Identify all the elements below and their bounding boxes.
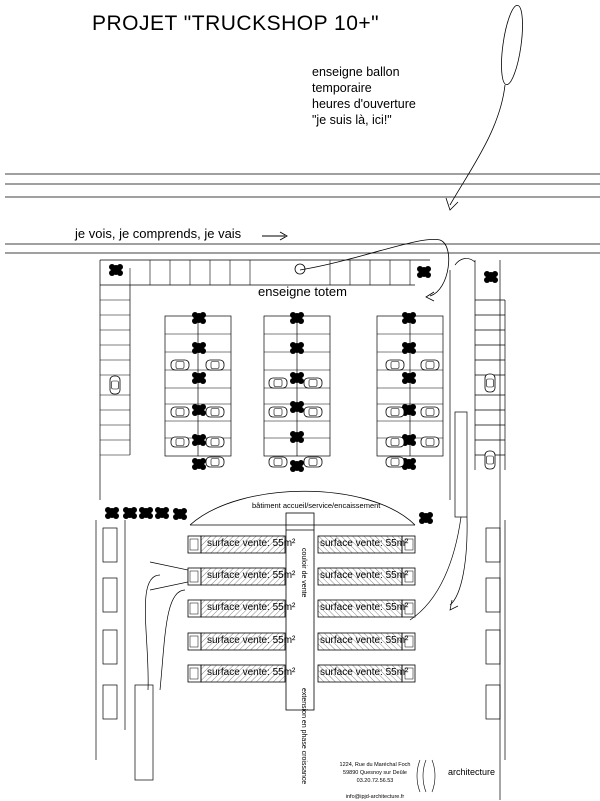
sales-unit-label: surface vente: 55m²: [320, 538, 409, 549]
sales-unit-label: surface vente: 55m²: [207, 667, 296, 678]
balloon-note-line-3: heures d'ouverture: [312, 97, 416, 111]
left-truck-stalls: [95, 520, 126, 760]
totem-arrow: [294, 238, 450, 302]
firm-label: architecture: [448, 767, 496, 777]
main-road: [5, 173, 600, 254]
sales-unit-label: surface vente: 55m²: [207, 602, 296, 613]
truck-lane-right: [409, 411, 468, 621]
truck-lane-left: [134, 561, 189, 781]
balloon-note-line-4: "je suis là, ici!": [312, 113, 392, 127]
sales-unit-label: surface vente: 55m²: [320, 635, 409, 646]
address-phone: 03.20.72.56.53: [356, 778, 394, 784]
corridor-label: couloir de vente: [300, 548, 307, 598]
totem-label: enseigne totem: [258, 284, 347, 299]
extension-label: extension en phase croissance: [300, 688, 307, 785]
address-block: 1224, Rue du Maréchal Foch 59890 Quesnoy…: [336, 761, 414, 801]
address-spacer: [336, 785, 414, 793]
logo-mark: [416, 759, 436, 793]
sales-unit-label: surface vente: 55m²: [207, 635, 296, 646]
sales-unit-label: surface vente: 55m²: [207, 538, 296, 549]
address-line-2: 59890 Quesnoy sur Deûle: [343, 770, 407, 776]
sales-unit-label: surface vente: 55m²: [207, 570, 296, 581]
parking-left-stalls: [100, 260, 411, 456]
parking-left: [99, 259, 430, 500]
sales-unit-label: surface vente: 55m²: [320, 602, 409, 613]
right-truck-stalls: [485, 520, 506, 760]
trees: [105, 264, 498, 524]
plan-title: PROJET "TRUCKSHOP 10+": [92, 12, 380, 35]
address-line-1: 1224, Rue du Maréchal Foch: [339, 762, 411, 768]
building-label: bâtiment accueil/service/encaissement: [252, 501, 381, 510]
sales-unit-label: surface vente: 55m²: [320, 570, 409, 581]
sales-corridor: [285, 512, 315, 711]
balloon-note-line-1: enseigne ballon: [312, 65, 400, 79]
balloon-note-line-2: temporaire: [312, 81, 372, 95]
balloon-arrow: [445, 4, 523, 211]
slogan-arrow: [262, 231, 288, 241]
address-email: info@ipjd-architecture.fr: [345, 794, 405, 800]
island-stall-lines: [165, 333, 443, 439]
building-arc: [189, 490, 416, 526]
sales-unit-label: surface vente: 55m²: [320, 667, 409, 678]
parking-islands: [164, 315, 444, 457]
slogan-label: je vois, je comprends, je vais: [75, 226, 242, 241]
